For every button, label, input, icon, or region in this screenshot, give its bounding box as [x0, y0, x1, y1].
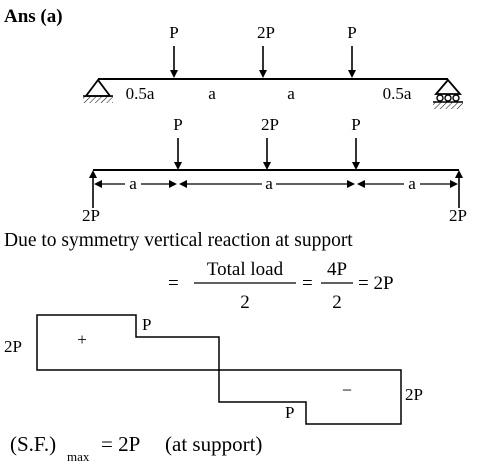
- dimension-line-1: [94, 180, 177, 188]
- sfd-minus-sign: −: [342, 380, 352, 400]
- max-shear-result: (S.F.) max = 2P (at support): [10, 432, 262, 464]
- dim-label-2: a: [265, 174, 273, 193]
- result-rhs: = 2P: [101, 432, 140, 456]
- sfd-right-value: 2P: [405, 385, 423, 404]
- load-arrow-1: [170, 46, 178, 78]
- load-arrow-5: [263, 138, 271, 170]
- equation-numerator-1: Total load: [207, 259, 284, 280]
- span-label-1: 0.5a: [126, 84, 155, 103]
- load-label-4: P: [173, 115, 182, 134]
- reaction-arrow-right: [455, 170, 463, 208]
- load-arrow-4: [174, 138, 182, 170]
- dimension-line-2: [179, 180, 355, 188]
- reaction-note: Due to symmetry vertical reaction at sup…: [4, 230, 353, 251]
- reaction-equation: = Total load 2 = 4P 2 = 2P: [168, 259, 394, 313]
- sfd-plus-sign: +: [77, 330, 87, 349]
- result-lhs: (S.F.): [10, 432, 56, 456]
- result-lhs-subscript: max: [67, 449, 90, 464]
- beam-1: P 2P P 0.5a a a 0.5a: [83, 23, 463, 109]
- span-label-4: 0.5a: [383, 84, 412, 103]
- beam-2: P 2P P a a a 2P 2P: [82, 115, 467, 225]
- sfd-step-lower-label: P: [285, 403, 294, 422]
- equation-denominator-2: 2: [332, 292, 342, 313]
- reaction-arrow-left: [89, 170, 97, 208]
- sfd-negative-region: [218, 369, 402, 425]
- load-label-5: 2P: [261, 115, 279, 134]
- sfd-left-value: 2P: [4, 337, 22, 356]
- load-label-6: P: [351, 115, 360, 134]
- equation-equals-1: =: [168, 273, 179, 294]
- span-label-2: a: [208, 84, 216, 103]
- dim-label-1: a: [129, 174, 137, 193]
- load-label-2: 2P: [257, 23, 275, 42]
- sfd-positive-region: [36, 314, 220, 371]
- dimension-line-3: [357, 180, 458, 188]
- pin-support-left: [83, 78, 113, 103]
- load-arrow-6: [352, 138, 360, 170]
- shear-force-diagram: 2P + P − P 2P: [4, 314, 423, 425]
- load-label-3: P: [347, 23, 356, 42]
- reaction-label-right: 2P: [449, 206, 467, 225]
- span-label-3: a: [287, 84, 295, 103]
- equation-numerator-2: 4P: [327, 259, 347, 280]
- dim-label-3: a: [408, 174, 416, 193]
- result-note: (at support): [165, 432, 262, 456]
- equation-equals-2: =: [302, 273, 313, 294]
- equation-result: = 2P: [358, 273, 394, 294]
- load-label-1: P: [169, 23, 178, 42]
- load-arrow-2: [259, 46, 267, 78]
- answer-label: Ans (a): [4, 6, 63, 27]
- roller-support-right: [433, 78, 463, 109]
- sfd-step-upper-label: P: [142, 315, 151, 334]
- equation-denominator-1: 2: [240, 292, 250, 313]
- reaction-label-left: 2P: [82, 206, 100, 225]
- load-arrow-3: [348, 46, 356, 78]
